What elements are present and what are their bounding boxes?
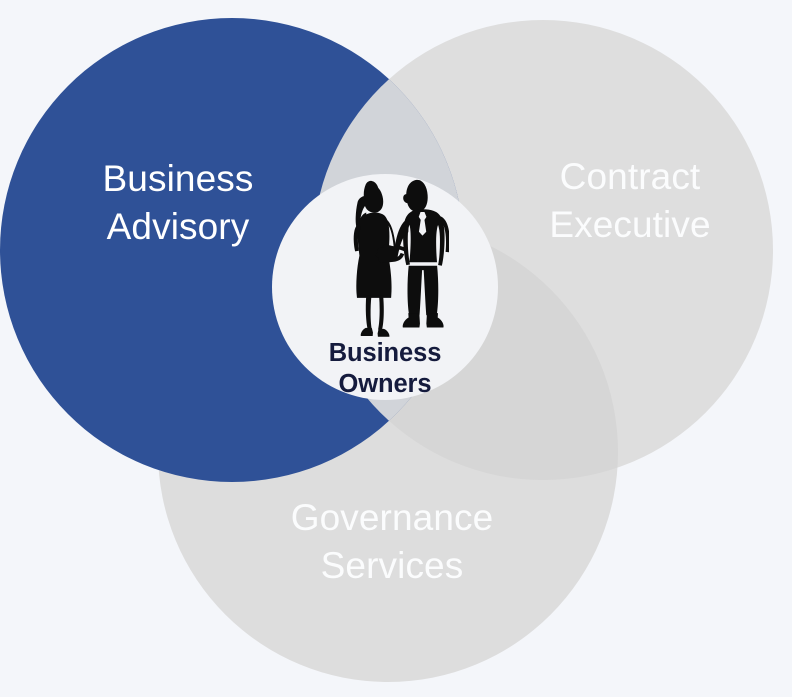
circle-business-owners	[272, 174, 498, 400]
